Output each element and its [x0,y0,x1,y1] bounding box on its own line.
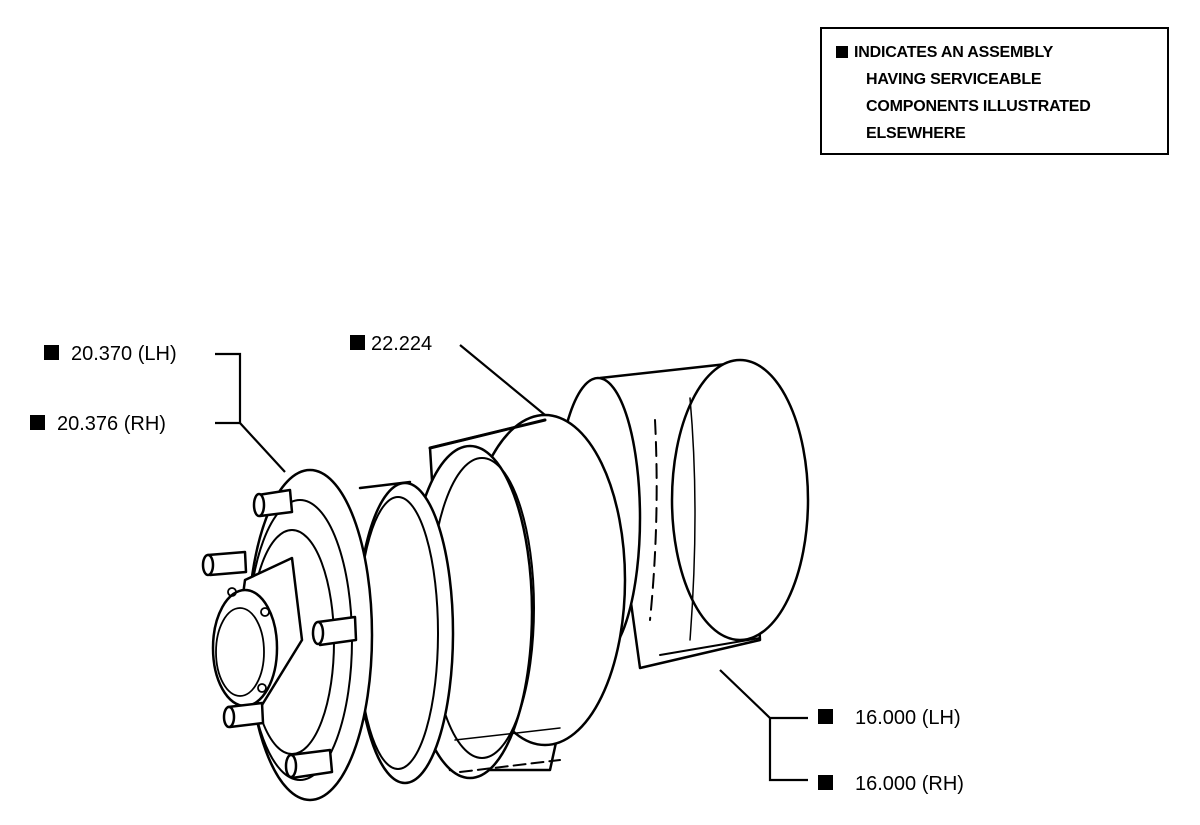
assembly-marker-icon [30,415,45,430]
assembly-marker-icon [836,46,848,58]
legend-line-3: COMPONENTS ILLUSTRATED [866,98,1091,115]
callout-rear-lh: 16.000 (LH) [818,706,961,730]
callout-hub-lh: 20.370 (LH) [44,342,177,366]
hub-center [211,556,304,708]
legend-box: INDICATES AN ASSEMBLY HAVING SERVICEABLE… [820,27,1169,155]
callout-drum: 22.224 [350,332,432,356]
callout-drum-label: 22.224 [371,333,433,355]
assembly-marker-icon [44,345,59,360]
legend-line-2: HAVING SERVICEABLE [866,71,1042,88]
assembly-marker-icon [818,709,833,724]
middle-drum [406,413,627,780]
wheel-studs [201,488,358,780]
legend-line-4: ELSEWHERE [866,125,966,142]
leader-lines [215,344,808,782]
callout-hub-rh-label: 20.376 (RH) [57,413,166,435]
callout-rear-rh-label: 16.000 (RH) [855,773,964,795]
front-ring [355,480,455,785]
callout-rear-rh: 16.000 (RH) [818,772,964,796]
callout-rear-lh-label: 16.000 (LH) [855,707,961,729]
legend-line-1: INDICATES AN ASSEMBLY [836,39,1161,66]
assembly-marker-icon [350,335,365,350]
callout-hub-rh: 20.376 (RH) [30,412,166,436]
callout-hub-lh-label: 20.370 (LH) [71,343,177,365]
assembly-marker-icon [818,775,833,790]
